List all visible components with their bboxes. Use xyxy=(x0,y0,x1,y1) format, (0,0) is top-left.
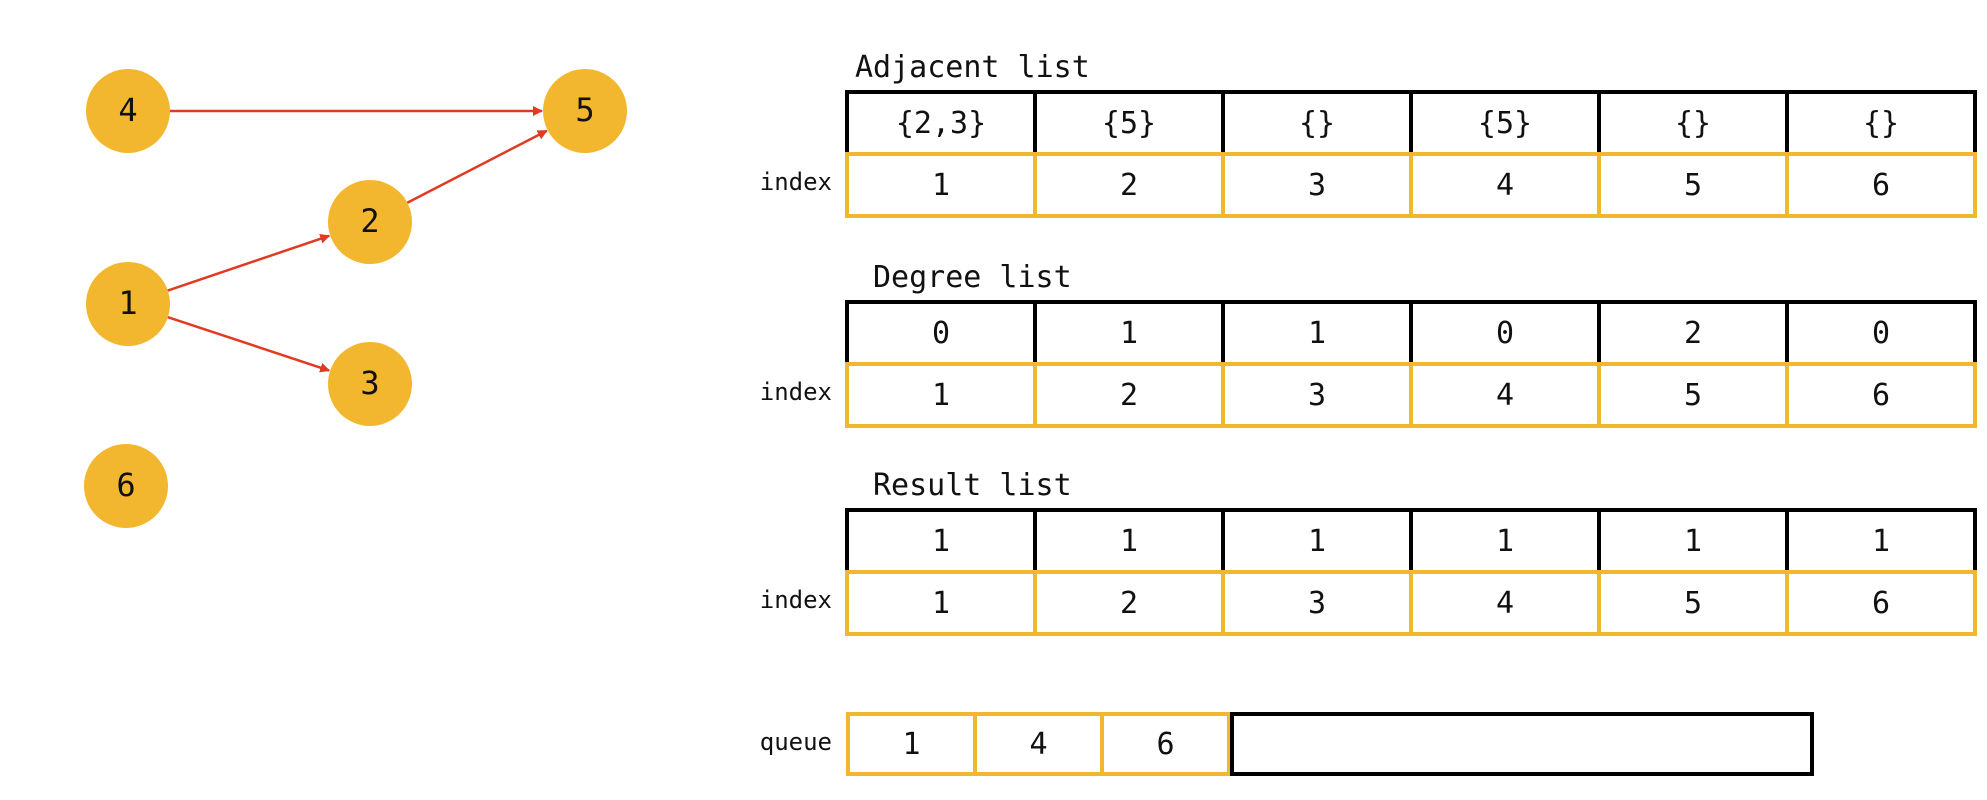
adjacent-index-cell: 1 xyxy=(845,152,1037,218)
node-circle xyxy=(86,262,170,346)
node-circle xyxy=(543,69,627,153)
adjacent-index-cell: 6 xyxy=(1785,152,1977,218)
node-label: 5 xyxy=(575,91,594,129)
node-label: 3 xyxy=(360,364,379,402)
degree-value-cell: 0 xyxy=(1785,300,1977,366)
graph-node-4: 4 xyxy=(86,69,170,153)
degree-value-cell: 0 xyxy=(1409,300,1601,366)
result-value-cell: 1 xyxy=(1785,508,1977,574)
graph-diagram: 4 5 2 1 3 6 xyxy=(84,69,627,528)
adjacent-index-cell: 4 xyxy=(1409,152,1601,218)
adjacent-value-cell: {} xyxy=(1221,90,1413,156)
degree-value-cell: 1 xyxy=(1221,300,1413,366)
degree-list-title: Degree list xyxy=(873,260,1072,295)
node-circle xyxy=(328,180,412,264)
adjacent-values-row: {2,3} {5} {} {5} {} {} xyxy=(845,90,1977,156)
degree-index-row: 1 2 3 4 5 6 xyxy=(845,362,1977,428)
node-label: 4 xyxy=(118,91,137,129)
adjacent-value-cell: {5} xyxy=(1409,90,1601,156)
node-label: 2 xyxy=(360,202,379,240)
degree-value-cell: 0 xyxy=(845,300,1037,366)
adjacent-index-label: index xyxy=(759,168,832,196)
node-circle xyxy=(328,342,412,426)
queue-row: 1 4 6 xyxy=(846,712,1231,776)
adjacent-list-title: Adjacent list xyxy=(855,50,1090,85)
result-values-row: 1 1 1 1 1 1 xyxy=(845,508,1977,574)
degree-index-cell: 6 xyxy=(1785,362,1977,428)
adjacent-index-cell: 2 xyxy=(1033,152,1225,218)
edge-2-to-5 xyxy=(406,129,548,204)
degree-values-row: 0 1 1 0 2 0 xyxy=(845,300,1977,366)
result-index-cell: 4 xyxy=(1409,570,1601,636)
result-index-cell: 2 xyxy=(1033,570,1225,636)
queue-label: queue xyxy=(759,728,832,756)
adjacent-value-cell: {} xyxy=(1597,90,1789,156)
node-label: 6 xyxy=(116,466,135,504)
graph-node-5: 5 xyxy=(543,69,627,153)
degree-value-cell: 2 xyxy=(1597,300,1789,366)
degree-index-cell: 2 xyxy=(1033,362,1225,428)
result-value-cell: 1 xyxy=(1409,508,1601,574)
result-list-title: Result list xyxy=(873,468,1072,503)
result-index-label: index xyxy=(759,586,832,614)
result-index-cell: 6 xyxy=(1785,570,1977,636)
graph-node-6: 6 xyxy=(84,444,168,528)
queue-item: 1 xyxy=(846,712,977,776)
queue-item: 4 xyxy=(973,712,1104,776)
adjacent-index-row: 1 2 3 4 5 6 xyxy=(845,152,1977,218)
node-circle xyxy=(86,69,170,153)
adjacent-value-cell: {5} xyxy=(1033,90,1225,156)
adjacent-value-cell: {} xyxy=(1785,90,1977,156)
degree-value-cell: 1 xyxy=(1033,300,1225,366)
edge-1-to-3 xyxy=(167,315,331,373)
result-value-cell: 1 xyxy=(1597,508,1789,574)
adjacent-index-cell: 3 xyxy=(1221,152,1413,218)
edge-1-to-2 xyxy=(167,233,331,292)
result-index-row: 1 2 3 4 5 6 xyxy=(845,570,1977,636)
degree-index-cell: 4 xyxy=(1409,362,1601,428)
node-label: 1 xyxy=(118,284,137,322)
result-value-cell: 1 xyxy=(845,508,1037,574)
result-index-cell: 5 xyxy=(1597,570,1789,636)
degree-index-cell: 5 xyxy=(1597,362,1789,428)
degree-index-cell: 3 xyxy=(1221,362,1413,428)
graph-node-2: 2 xyxy=(328,180,412,264)
graph-node-1: 1 xyxy=(86,262,170,346)
result-index-cell: 1 xyxy=(845,570,1037,636)
result-value-cell: 1 xyxy=(1221,508,1413,574)
result-index-cell: 3 xyxy=(1221,570,1413,636)
queue-item: 6 xyxy=(1100,712,1231,776)
graph-node-3: 3 xyxy=(328,342,412,426)
queue-empty-space xyxy=(1230,712,1814,776)
adjacent-value-cell: {2,3} xyxy=(845,90,1037,156)
degree-index-label: index xyxy=(759,378,832,406)
node-circle xyxy=(84,444,168,528)
result-value-cell: 1 xyxy=(1033,508,1225,574)
adjacent-index-cell: 5 xyxy=(1597,152,1789,218)
degree-index-cell: 1 xyxy=(845,362,1037,428)
